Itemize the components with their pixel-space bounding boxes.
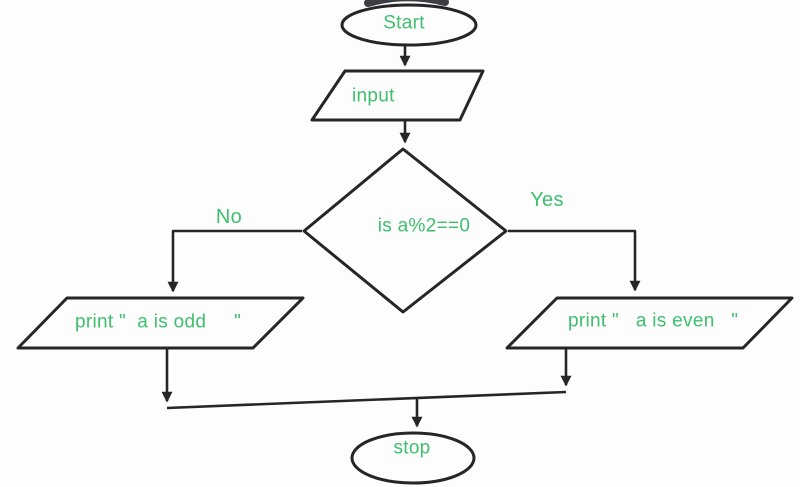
stop-node-shape <box>350 431 476 485</box>
print-even-node-label: print " a is even " <box>568 310 739 332</box>
merge-line <box>166 390 567 410</box>
input-node-shape <box>310 69 485 122</box>
start-node-shape <box>340 3 478 47</box>
stop-node-label: stop <box>393 437 431 459</box>
decision-node-shape <box>302 147 508 314</box>
print-even-node-shape <box>505 296 794 350</box>
edge-decision-yes <box>508 229 641 292</box>
print-odd-node-label: print " a is odd " <box>75 311 242 333</box>
yes-branch-label: Yes <box>530 189 564 211</box>
edge-decision-no <box>167 229 302 293</box>
decision-node-label: is a%2==0 <box>377 215 471 237</box>
no-branch-label: No <box>215 206 243 228</box>
crop-artifact <box>364 0 449 7</box>
input-node-label: input <box>352 85 395 107</box>
start-node-label: Start <box>383 12 425 34</box>
print-odd-node-shape <box>16 296 305 350</box>
